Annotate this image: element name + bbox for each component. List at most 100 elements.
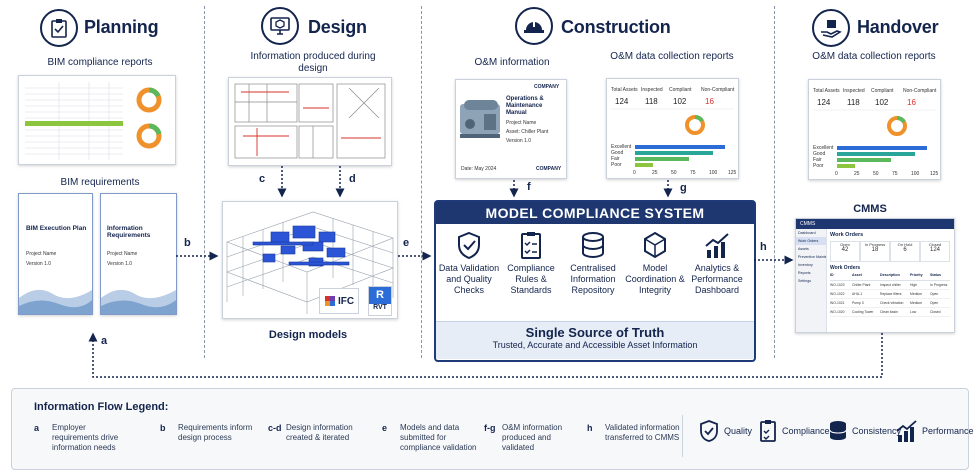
manual-asset: Asset: Chiller Plant bbox=[506, 129, 549, 135]
report-axis-tick: 100 bbox=[911, 171, 920, 177]
legend-key: b bbox=[160, 423, 166, 433]
bim-3d-model-graphic bbox=[226, 211, 394, 314]
mountain-landscape-graphic bbox=[101, 289, 176, 314]
mcs-item-model-coordination[interactable]: Model Coordination & Integrity bbox=[624, 230, 686, 296]
mcs-item-label: Model Coordination & Integrity bbox=[625, 263, 685, 295]
compliance-report-thumbnail bbox=[25, 82, 162, 160]
report-stat-value: 16 bbox=[705, 97, 714, 106]
report-axis-tick: 25 bbox=[652, 170, 658, 176]
cmms-nav-item[interactable]: Preventive Maintenance bbox=[798, 255, 826, 259]
table-cell: In Progress bbox=[930, 283, 948, 287]
om-manual-doc[interactable]: COMPANY Operations & Maintenance Manual … bbox=[455, 79, 567, 179]
legend-key: e bbox=[382, 423, 388, 433]
report-axis-tick: 100 bbox=[709, 170, 718, 176]
design-model-viewer[interactable]: IFC R RVT bbox=[222, 201, 398, 319]
mountain-landscape-graphic bbox=[19, 289, 92, 314]
report-axis-tick: 0 bbox=[835, 171, 838, 177]
single-source-of-truth-panel: Single Source of Truth Trusted, Accurate… bbox=[436, 321, 754, 359]
cmms-nav-item[interactable]: Assets bbox=[798, 247, 809, 251]
cmms-stat-label: Open bbox=[840, 242, 850, 247]
report-bar-label: Excellent bbox=[611, 144, 632, 150]
info-produced-label: Information produced during design bbox=[250, 51, 376, 74]
doc-title: BIM Execution Plan bbox=[26, 225, 87, 232]
flow-arrow-a bbox=[88, 332, 883, 378]
table-cell: Open bbox=[930, 301, 939, 305]
cmms-nav-item[interactable]: Reports bbox=[798, 271, 811, 275]
checklist-icon bbox=[760, 420, 776, 442]
mcs-item-data-validation[interactable]: Data Validation and Quality Checks bbox=[438, 230, 500, 296]
ifc-logo: IFC bbox=[319, 288, 359, 314]
cmms-logo: CMMS bbox=[800, 221, 816, 227]
report-stat-value: 118 bbox=[847, 98, 860, 107]
report-stat-value: 102 bbox=[673, 97, 687, 106]
phase-separator bbox=[774, 6, 775, 358]
table-cell: High bbox=[910, 283, 917, 287]
bim-execution-plan-doc[interactable]: BIM Execution Plan Project Name Version … bbox=[18, 193, 93, 315]
badge-quality: Quality bbox=[698, 419, 752, 443]
cmms-nav-item[interactable]: Inventory bbox=[798, 263, 813, 267]
report-axis-tick: 50 bbox=[671, 170, 677, 176]
badge-label: Consistency bbox=[852, 426, 902, 436]
report-bar-label: Poor bbox=[813, 163, 824, 169]
cmms-stat-value: 6 bbox=[903, 247, 907, 253]
mcs-item-compliance-rules[interactable]: Compliance Rules & Standards bbox=[500, 230, 562, 296]
mcs-item-repository[interactable]: Centralised Information Repository bbox=[562, 230, 624, 296]
report-bar-label: Good bbox=[611, 150, 624, 156]
flow-label-b: b bbox=[184, 237, 191, 249]
flow-label-d: d bbox=[349, 173, 356, 185]
manual-version: Version 1.0 bbox=[506, 138, 532, 144]
sot-title: Single Source of Truth bbox=[525, 325, 665, 340]
model-compliance-system[interactable]: MODEL COMPLIANCE SYSTEM Data Validation … bbox=[434, 200, 756, 362]
design-drawing-sheet[interactable] bbox=[228, 77, 392, 166]
table-cell: WO-1021 bbox=[830, 301, 845, 305]
badge-label: Quality bbox=[724, 426, 753, 436]
report-graphics bbox=[813, 109, 936, 168]
phase-title-design: Design bbox=[308, 17, 367, 37]
report-stat-label: Non-Compliant bbox=[701, 87, 735, 93]
bim-requirements-label: BIM requirements bbox=[60, 177, 140, 188]
doc-project: Project Name bbox=[107, 251, 138, 257]
drawing-plan-thumbnail bbox=[234, 83, 386, 159]
badge-label: Compliance bbox=[782, 426, 830, 436]
table-cell: Check vibration bbox=[880, 301, 904, 305]
shield-check-icon bbox=[458, 231, 480, 260]
cmms-col-header: Priority bbox=[910, 273, 923, 277]
rvt-text: RVT bbox=[373, 304, 387, 311]
cmms-section-title: Work Orders bbox=[830, 232, 864, 238]
report-stat-label: Compliant bbox=[669, 87, 692, 93]
mcs-item-label: Compliance Rules & Standards bbox=[507, 263, 555, 295]
information-requirements-doc[interactable]: Information Requirements Project Name Ve… bbox=[100, 193, 177, 315]
table-cell: Low bbox=[910, 310, 917, 314]
cmms-nav-item[interactable]: Dashboard bbox=[798, 231, 816, 235]
report-stat-label: Non-Compliant bbox=[903, 88, 937, 94]
report-stat-label: Total Assets bbox=[813, 88, 840, 94]
doc-version: Version 1.0 bbox=[26, 261, 52, 267]
database-icon bbox=[829, 421, 847, 440]
phase-separator bbox=[421, 6, 422, 358]
table-cell: WO-1022 bbox=[830, 292, 845, 296]
doc-project: Project Name bbox=[26, 251, 57, 257]
bim-compliance-report-card[interactable] bbox=[18, 75, 176, 165]
report-stat-value: 102 bbox=[875, 98, 889, 107]
cmms-nav-item[interactable]: Work Orders bbox=[796, 237, 826, 245]
report-bar-label: Poor bbox=[611, 162, 622, 168]
report-stat-value: 118 bbox=[645, 97, 658, 106]
cmms-nav-item[interactable]: Settings bbox=[798, 279, 811, 283]
mcs-item-analytics[interactable]: Analytics & Performance Dashboard bbox=[686, 230, 748, 296]
database-icon bbox=[582, 232, 604, 259]
